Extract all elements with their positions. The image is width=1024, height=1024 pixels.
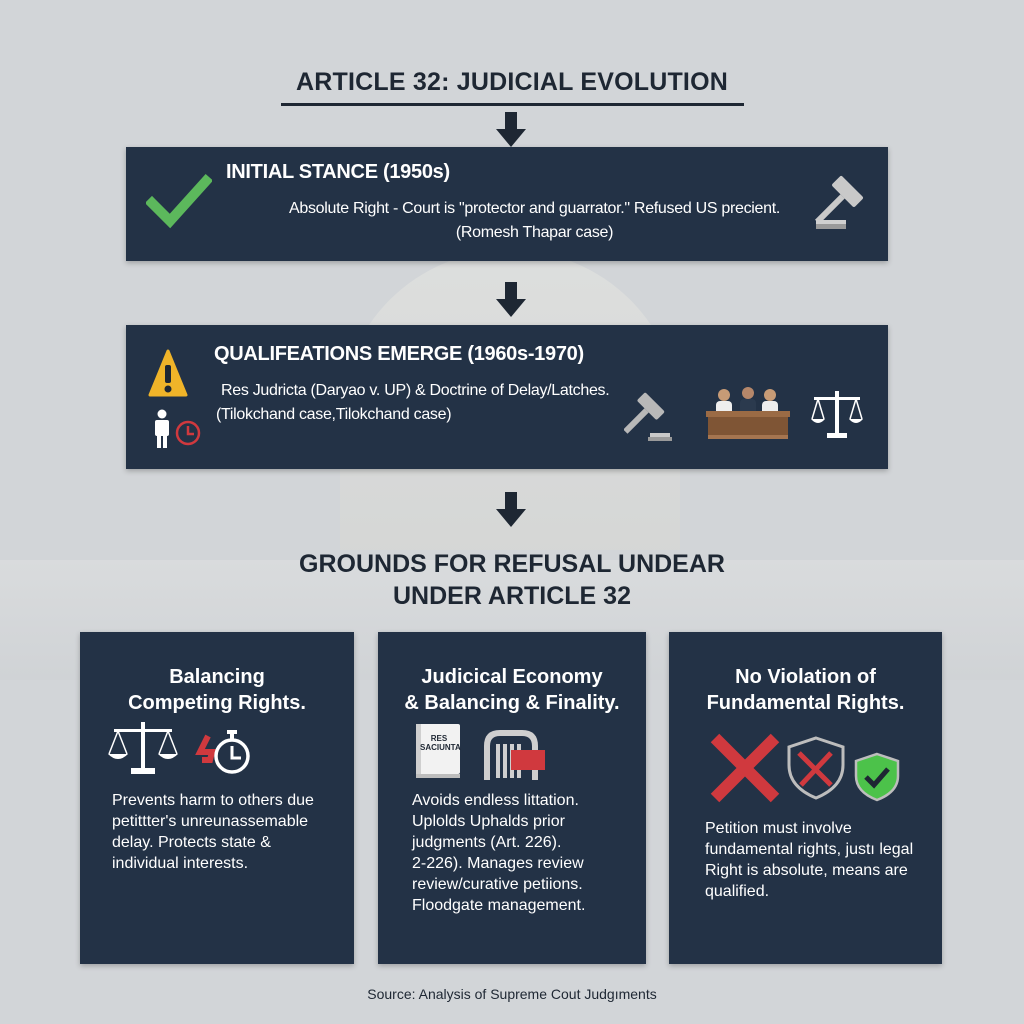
card-text-line: delay. Protects state & <box>112 834 271 851</box>
gavel-icon <box>624 392 672 441</box>
card-text-line: fundamental rights, justı legal <box>705 841 914 858</box>
card-text-line: individual interests. <box>112 855 249 872</box>
card-text-line: petittter's unreunassemable <box>112 813 309 830</box>
shield-x-icon <box>787 736 845 800</box>
card-text-line: judgments (Art. 226). <box>412 834 562 851</box>
book-label: SACIUNTA <box>420 743 461 752</box>
card-text-line: Floodgate management. <box>412 897 586 914</box>
card-title-line: Competing Rights. <box>128 692 306 714</box>
check-icon <box>146 173 212 229</box>
stage-text: Absolute Right - Court is "protector and… <box>126 197 888 245</box>
scales-icon <box>811 391 863 438</box>
card-title: No Violation of Fundamental Rights. <box>669 664 942 716</box>
card-title-line: Balancing <box>169 666 265 688</box>
card-title-line: Fundamental Rights. <box>706 692 905 714</box>
arrow-down-icon <box>496 492 526 530</box>
stage-initial-stance: INITIAL STANCE (1950s) Absolute Right - … <box>126 147 888 261</box>
card-text-line: review/curative petiions. <box>412 876 583 893</box>
gate-icon <box>484 730 545 780</box>
card-text-line: 2-226). Manages review <box>412 855 584 872</box>
stage-title: INITIAL STANCE (1950s) <box>226 161 450 183</box>
card-title: Judicical Economy & Balancing & Finality… <box>378 664 646 716</box>
section-title-line: UNDER ARTICLE 32 <box>393 582 631 610</box>
arrow-down-icon <box>496 112 526 150</box>
person-clock-icon <box>155 409 201 448</box>
gavel-icon <box>815 176 863 229</box>
section-title-line: GROUNDS FOR REFUSAL UNDEAR <box>299 550 725 578</box>
card-no-violation: No Violation of Fundamental Rights. Peti… <box>669 632 942 964</box>
card-text: Petition must involve fundamental rights… <box>705 818 913 902</box>
stage-text-line: (Romesh Thapar case) <box>455 224 614 241</box>
stage-title: QUALIFEATIONS EMERGE (1960s-1970) <box>214 343 584 365</box>
stage-text-line: Res Judricta (Daryao v. UP) & Doctrine o… <box>221 382 610 399</box>
card-judicial-economy: Judicical Economy & Balancing & Finality… <box>378 632 646 964</box>
card-text-line: Prevents harm to others due <box>112 792 314 809</box>
shield-check-icon <box>854 752 900 802</box>
stage-text-line: Absolute Right - Court is "protector and… <box>288 200 781 217</box>
x-mark-icon <box>710 733 780 803</box>
book-label: RES <box>430 734 448 743</box>
card-text-line: Right is absolute, means are <box>705 862 908 879</box>
card-text: Avoids endless littation. Uplolds Uphald… <box>412 790 585 916</box>
book-icon: RES SACIUNTA <box>416 724 461 778</box>
section-title: GROUNDS FOR REFUSAL UNDEAR UNDER ARTICLE… <box>250 548 774 612</box>
stage-text-line: (Tilokchand case,Tilokchand case) <box>216 406 452 423</box>
card-title-line: & Balancing & Finality. <box>404 692 620 714</box>
card-balancing-rights: Balancing Competing Rights. Prevents har… <box>80 632 354 964</box>
card-title-line: Judicical Economy <box>421 666 603 688</box>
card-title-line: No Violation of <box>735 666 876 688</box>
stage-qualifications-emerge: QUALIFEATIONS EMERGE (1960s-1970) Res Ju… <box>126 325 888 469</box>
stopwatch-icon <box>195 730 250 774</box>
title-underline <box>281 103 744 106</box>
warning-icon <box>148 349 188 397</box>
card-text-line: Avoids endless littation. <box>412 792 579 809</box>
card-text: Prevents harm to others due petittter's … <box>112 790 314 874</box>
stage-text: Res Judricta (Daryao v. UP) & Doctrine o… <box>216 379 610 427</box>
judges-bench-icon <box>706 387 790 439</box>
arrow-down-icon <box>496 282 526 320</box>
page-title: ARTICLE 32: JUDICIAL EVOLUTION <box>296 68 728 96</box>
card-text-line: Uplolds Uphalds prior <box>412 813 565 830</box>
source-caption: Source: Analysis of Supreme Cout Judgıme… <box>367 986 657 1002</box>
card-text-line: qualified. <box>705 883 770 900</box>
scales-icon <box>108 722 178 774</box>
card-title: Balancing Competing Rights. <box>80 664 354 716</box>
card-text-line: Petition must involve <box>705 820 852 837</box>
